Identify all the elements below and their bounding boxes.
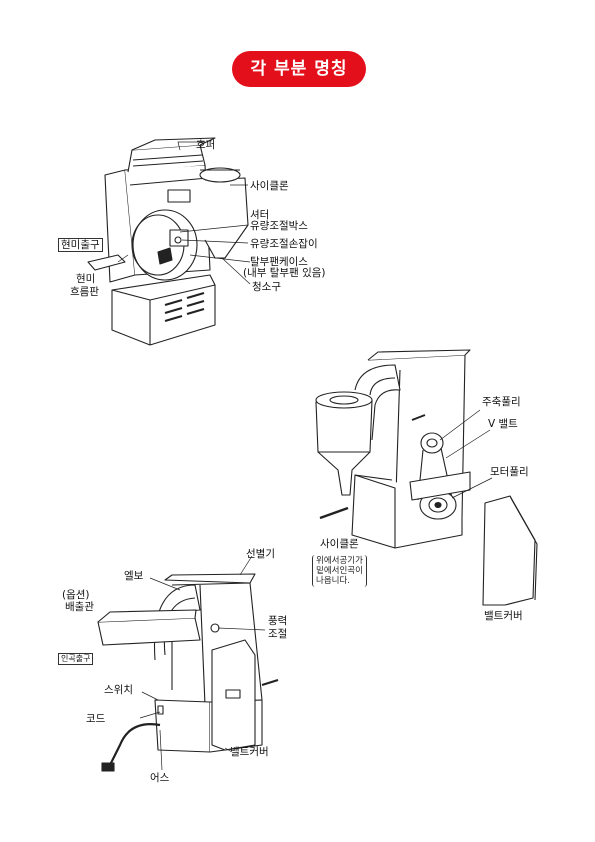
cyclone-note: 위에서공기가 밑에서인곡이 나옵니다.: [312, 555, 367, 587]
label-cord: 코드: [86, 713, 106, 725]
label-flow-knob: 유량조절손잡이: [250, 238, 318, 250]
label-wind-1: 풍력: [268, 615, 288, 627]
cyclone-note-line-1: 위에서공기가: [316, 556, 363, 566]
label-option-1: (옵션): [62, 589, 90, 601]
label-v-belt: V 밸트: [488, 418, 518, 430]
label-husk-case: 탈부팬케이스: [250, 256, 308, 268]
page-title: 각 부분 명칭: [232, 51, 366, 87]
figure3-drawing: [97, 555, 279, 772]
label-husk-outlet: 인곡출구: [58, 653, 94, 665]
label-brown-rice-plate-1: 현미: [76, 273, 96, 285]
label-flow-box: 유량조절박스: [250, 220, 308, 232]
cyclone-note-line-2: 밑에서인곡이: [316, 566, 363, 576]
label-brown-rice-outlet: 현미출구: [58, 238, 103, 252]
label-cyclone-2: 사이클론: [320, 538, 359, 550]
label-switch: 스위치: [104, 684, 133, 696]
label-husk-case-note: (내부 탈부팬 있음): [243, 267, 326, 279]
label-separator: 선별기: [246, 548, 275, 560]
label-motor-pulley: 모터풀리: [490, 466, 529, 478]
label-cyclone: 사이클론: [250, 180, 289, 192]
label-main-pulley: 주축풀리: [482, 396, 521, 408]
cyclone-note-line-3: 나옵니다.: [316, 576, 350, 586]
label-belt-cover-3: 밸트커버: [230, 746, 269, 758]
label-earth: 어스: [150, 772, 170, 784]
label-hopper: 호퍼: [196, 139, 216, 151]
label-elbow: 엘보: [124, 570, 144, 582]
figure2-drawing: [315, 349, 538, 606]
label-cleanout: 청소구: [252, 281, 281, 293]
label-wind-2: 조절: [268, 628, 288, 640]
figure1-drawing: [87, 137, 251, 346]
label-brown-rice-plate-2: 흐름판: [70, 286, 99, 298]
label-belt-cover-2: 밸트커버: [484, 610, 523, 622]
label-shutter: 셔터: [250, 209, 270, 221]
label-option-2: 배출관: [65, 601, 94, 613]
